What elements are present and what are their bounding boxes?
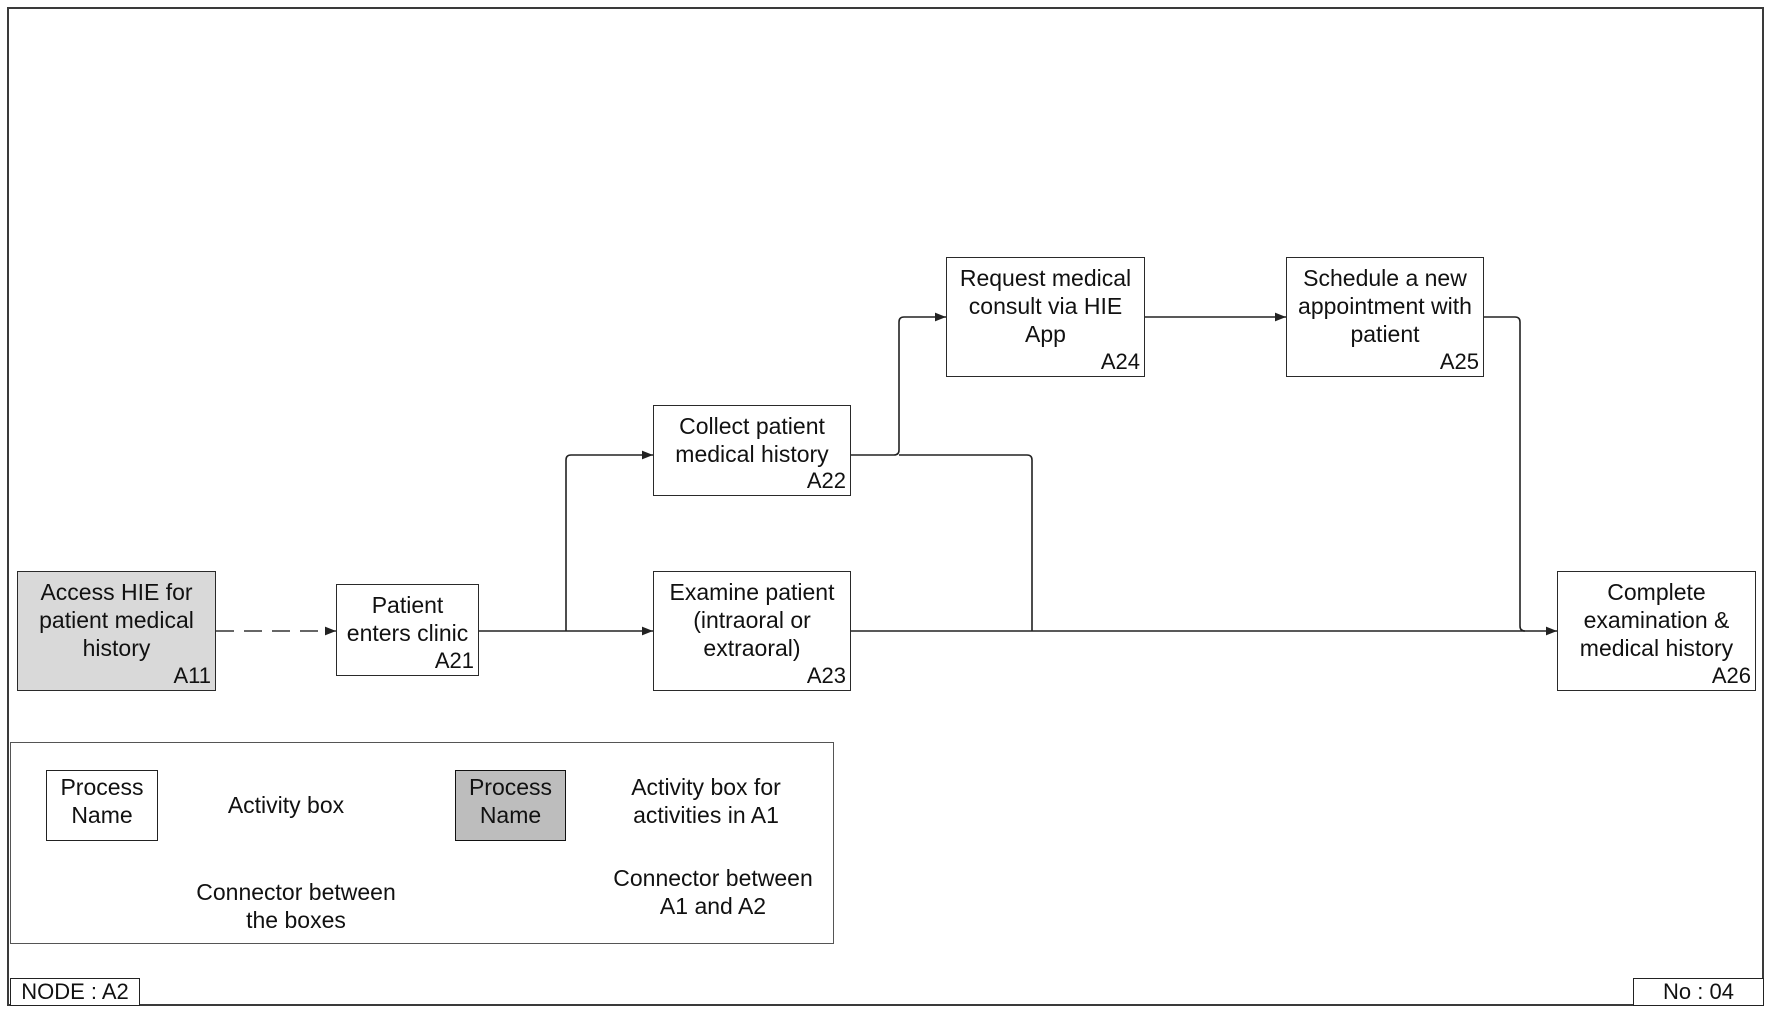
activity-label: Complete examination & medical history <box>1579 579 1734 661</box>
activity-box-a23[interactable]: Examine patient (intraoral or extraoral)… <box>653 571 851 691</box>
activity-box-a11[interactable]: Access HIE for patient medical history A… <box>17 571 216 691</box>
activity-box-a24[interactable]: Request medical consult via HIE App A24 <box>946 257 1145 377</box>
connector-a22-a24 <box>851 312 946 456</box>
activity-label: Schedule a new appointment with patient <box>1298 265 1472 347</box>
legend-shaded-box-text: Activity box for activities in A1 <box>631 774 781 828</box>
page-number: No : 04 <box>1633 978 1764 1006</box>
activity-box-a22[interactable]: Collect patient medical history A22 <box>653 405 851 496</box>
activity-code: A21 <box>434 648 474 673</box>
legend-connector-a1-a2-text: Connector between A1 and A2 <box>613 865 813 919</box>
activity-code: A23 <box>806 663 846 688</box>
activity-label: Collect patient medical history <box>675 413 829 467</box>
diagram-frame <box>7 7 1764 1006</box>
legend-shaded-box-sample: Process Name <box>455 770 566 841</box>
activity-label: Access HIE for patient medical history <box>39 579 194 661</box>
activity-code: A25 <box>1439 349 1479 374</box>
activity-label: Patient enters clinic <box>346 592 469 646</box>
activity-label: Examine patient (intraoral or extraoral) <box>669 579 835 661</box>
activity-code: A24 <box>1100 349 1140 374</box>
legend-activity-box-sample: Process Name <box>46 770 158 841</box>
connector-a21-a22 <box>565 450 653 631</box>
connector-a22-merge <box>899 454 1033 631</box>
activity-box-a26[interactable]: Complete examination & medical history A… <box>1557 571 1756 691</box>
activity-box-a25[interactable]: Schedule a new appointment with patient … <box>1286 257 1484 377</box>
legend-connector-boxes-text: Connector between the boxes <box>196 879 396 933</box>
legend-activity-box-text: Activity box <box>227 792 345 818</box>
legend-panel: Process Name Activity box Process Name A… <box>10 742 834 944</box>
node-label: NODE : A2 <box>10 978 140 1006</box>
activity-code: A22 <box>806 468 846 493</box>
activity-code: A26 <box>1711 663 1751 688</box>
activity-label: Request medical consult via HIE App <box>959 265 1132 347</box>
activity-code: A11 <box>173 663 211 688</box>
connector-a25-a26 <box>1484 316 1526 632</box>
activity-box-a21[interactable]: Patient enters clinic A21 <box>336 584 479 676</box>
